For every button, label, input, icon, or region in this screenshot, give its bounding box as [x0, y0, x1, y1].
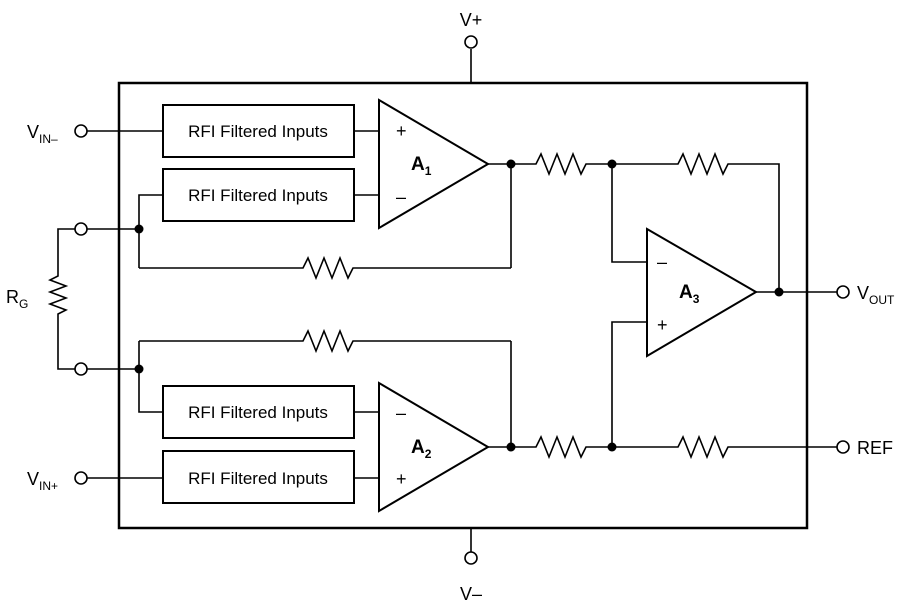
vout-pin: [836, 285, 850, 299]
resistor-r2: [612, 151, 780, 292]
amplifier-a3: – + A3: [646, 227, 758, 358]
svg-text:RFI Filtered Inputs: RFI Filtered Inputs: [188, 403, 328, 422]
package-outline: [117, 81, 809, 530]
vin-plus-label: VIN+: [27, 469, 58, 493]
ref-label: REF: [857, 438, 893, 458]
junction-vout: [774, 287, 784, 297]
rg-bottom-pin: [74, 362, 88, 376]
svg-text:RFI Filtered Inputs: RFI Filtered Inputs: [188, 469, 328, 488]
svg-text:A1: A1: [411, 154, 432, 178]
svg-text:RFI Filtered Inputs: RFI Filtered Inputs: [188, 122, 328, 141]
rg-label: RG: [6, 287, 28, 311]
vplus-pin: [464, 35, 478, 83]
svg-text:+: +: [396, 121, 407, 141]
svg-text:+: +: [657, 315, 668, 335]
rfi-block-3: RFI Filtered Inputs: [162, 385, 355, 439]
svg-text:RFI Filtered Inputs: RFI Filtered Inputs: [188, 186, 328, 205]
rg-top-pin: [74, 222, 88, 236]
vin-minus-label: VIN–: [27, 122, 58, 146]
vin-minus-pin: [74, 124, 88, 138]
resistor-r3: [511, 434, 612, 460]
vminus-pin: [464, 528, 478, 565]
rfi-block-1: RFI Filtered Inputs: [162, 104, 355, 158]
rfi-block-4: RFI Filtered Inputs: [162, 450, 355, 504]
vout-label: VOUT: [857, 283, 895, 307]
vplus-label: V+: [460, 10, 483, 30]
amplifier-a2: – + A2: [378, 381, 490, 513]
svg-text:A3: A3: [679, 282, 700, 306]
rfi-block-2: RFI Filtered Inputs: [162, 168, 355, 222]
svg-text:+: +: [396, 469, 407, 489]
resistor-r4: [612, 434, 837, 460]
svg-text:–: –: [396, 187, 406, 207]
vminus-label: V–: [460, 584, 482, 604]
resistor-r1: [511, 151, 612, 177]
vin-plus-pin: [74, 471, 88, 485]
svg-text:–: –: [396, 403, 406, 423]
amplifier-a1: + – A1: [378, 98, 490, 230]
rg-resistor: [47, 228, 75, 370]
svg-text:–: –: [657, 252, 667, 272]
ref-pin: [836, 440, 850, 454]
svg-text:A2: A2: [411, 437, 432, 461]
